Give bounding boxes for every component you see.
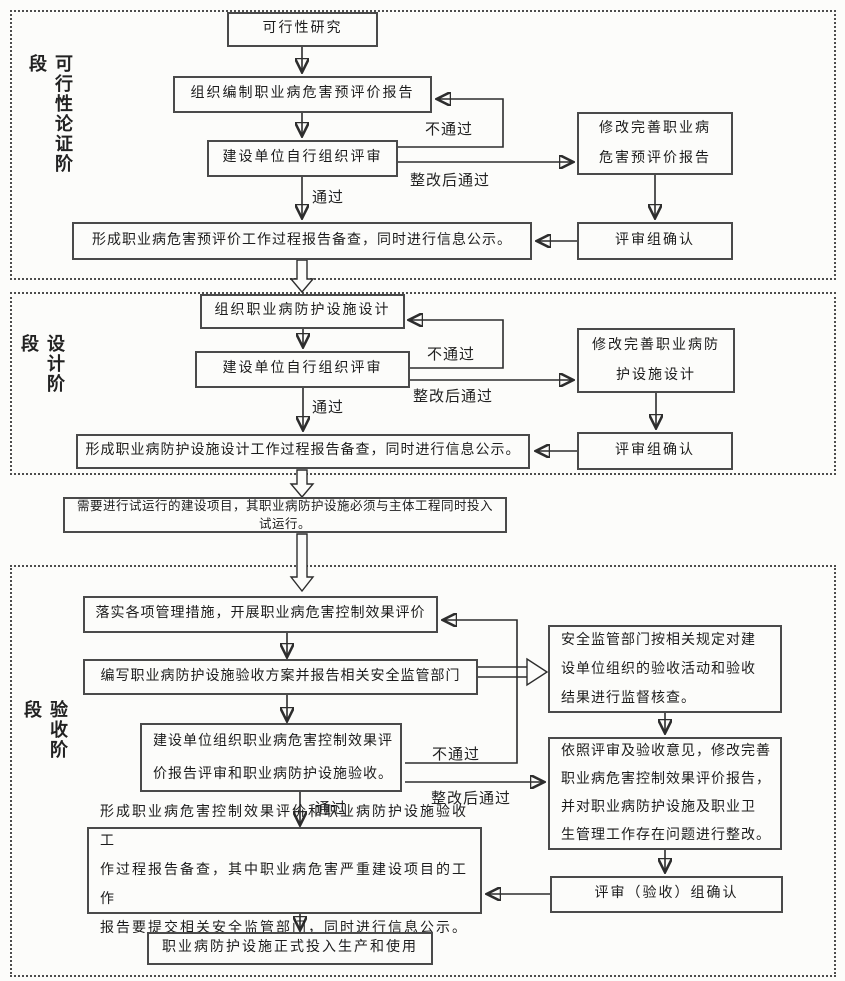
label-fail-3: 不通过 <box>432 747 481 763</box>
box-organize-facility-design: 组织职业病防护设施设计 <box>200 294 405 329</box>
label-rectified-3: 整改后通过 <box>431 791 512 807</box>
hollow-arrow-phase2-to-trial <box>289 469 315 499</box>
box-record-facility-design: 形成职业病防护设施设计工作过程报告备查，同时进行信息公示。 <box>76 434 530 469</box>
label-rectified-2: 整改后通过 <box>413 389 494 405</box>
hollow-arrow-phase1-to-phase2 <box>289 259 315 294</box>
box-prepare-preevaluation-report: 组织编制职业病危害预评价报告 <box>173 76 432 113</box>
phase-feasibility-frame <box>10 10 836 280</box>
box-record-acceptance: 形成职业病危害控制效果评价和职业病防护设施验收工 作过程报告备查，其中职业病危害… <box>87 805 482 936</box>
phase-design-frame <box>10 292 836 475</box>
arrow-organize-fail-loop <box>405 620 518 764</box>
box-revise-preevaluation-report: 修改完善职业病 危害预评价报告 <box>577 112 733 175</box>
box-organize-acceptance: 建设单位组织职业病危害控制效果评 价报告评审和职业病防护设施验收。 <box>140 723 402 792</box>
box-self-review-2: 建设单位自行组织评审 <box>195 351 410 388</box>
arrow-review2-fail-loop <box>410 320 504 369</box>
box-facility-put-into-use: 职业病防护设施正式投入生产和使用 <box>147 932 433 965</box>
box-review-acceptance-group-confirm: 评审（验收）组确认 <box>550 876 783 913</box>
box-revise-facility-design: 修改完善职业病防 护设施设计 <box>577 328 735 393</box>
phase-acceptance-frame <box>10 565 836 977</box>
label-pass-3: 通过 <box>315 801 348 817</box>
label-pass-1: 通过 <box>312 190 345 206</box>
box-implement-control-evaluation: 落实各项管理措施，开展职业病危害控制效果评价 <box>83 596 438 633</box>
box-review-group-confirm-2: 评审组确认 <box>577 432 733 470</box>
box-supervision-check: 安全监管部门按相关规定对建 设单位组织的验收活动和验收 结果进行监督核查。 <box>548 625 782 713</box>
hollow-arrowhead-plan-to-supervise <box>526 657 549 687</box>
box-feasibility-study: 可行性研究 <box>227 12 378 47</box>
box-revise-per-opinions: 依照评审及验收意见，修改完善 职业病危害控制效果评价报告， 并对职业病防护设施及… <box>548 737 782 850</box>
arrow-review1-fail-loop <box>398 99 504 148</box>
box-acceptance-plan-report: 编写职业病防护设施验收方案并报告相关安全监管部门 <box>83 659 478 695</box>
box-self-review-1: 建设单位自行组织评审 <box>207 140 398 177</box>
label-rectified-1: 整改后通过 <box>410 173 491 189</box>
hollow-arrow-trial-to-phase3 <box>289 533 315 593</box>
box-trial-run-requirement: 需要进行试运行的建设项目，其职业病防护设施必须与主体工程同时投入试运行。 <box>63 497 507 533</box>
box-review-group-confirm-1: 评审组确认 <box>577 222 733 260</box>
label-fail-2: 不通过 <box>427 347 476 363</box>
label-pass-2: 通过 <box>312 400 345 416</box>
label-fail-1: 不通过 <box>425 122 474 138</box>
box-record-preevaluation: 形成职业病危害预评价工作过程报告备查，同时进行信息公示。 <box>72 222 532 260</box>
